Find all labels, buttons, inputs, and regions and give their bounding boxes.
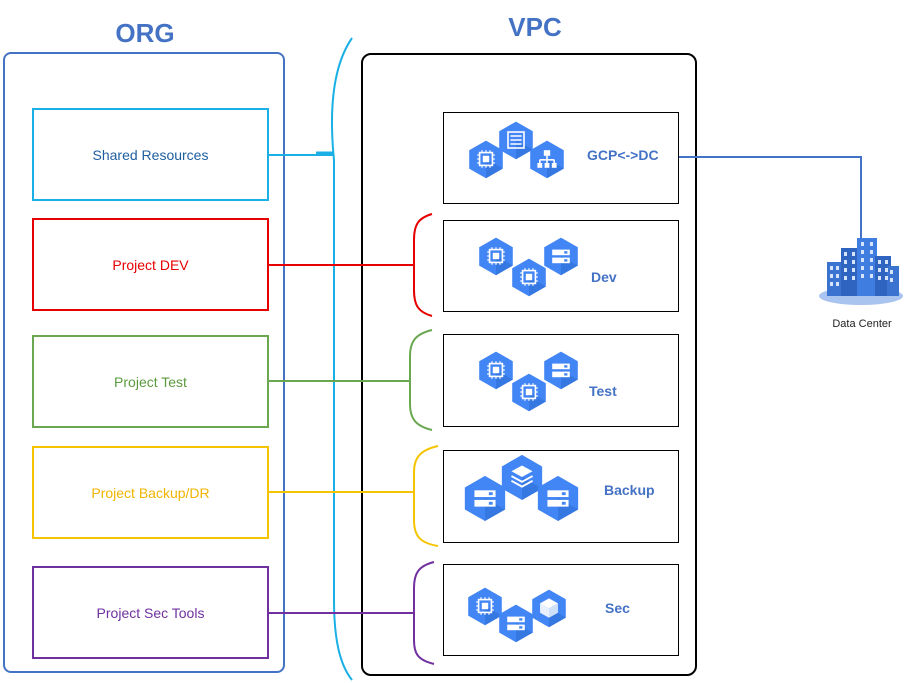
vpc-label: GCP<->DC [587, 147, 659, 163]
project-label: Project Backup/DR [91, 484, 210, 501]
project-shared-resources[interactable]: Shared Resources [32, 108, 269, 201]
project-label: Shared Resources [92, 146, 209, 163]
sec-bracket [413, 561, 435, 665]
vpc-backup[interactable] [443, 450, 679, 543]
vpc-gcp-dc[interactable] [443, 112, 679, 204]
storage-icon [544, 237, 578, 276]
org-frame [3, 52, 285, 673]
vpc-label: Test [589, 383, 617, 399]
vpc-test[interactable] [443, 334, 679, 427]
load-balancer-icon [530, 140, 564, 179]
project-sec-tools[interactable]: Project Sec Tools [32, 566, 269, 659]
project-label: Project Sec Tools [96, 604, 205, 621]
org-title: ORG [115, 18, 175, 48]
project-label: Project DEV [112, 256, 189, 273]
vpc-frame [361, 53, 697, 676]
vpc-dev[interactable] [443, 220, 679, 312]
test-bracket [409, 329, 433, 431]
shared-vpc-bracket [331, 37, 353, 681]
data-center-label: Data Center [832, 318, 892, 330]
vpc-title: VPC [508, 12, 562, 42]
project-dev[interactable]: Project DEV [32, 218, 269, 311]
project-label: Project Test [114, 373, 187, 390]
dev-bracket [413, 213, 433, 317]
project-test[interactable]: Project Test [32, 335, 269, 428]
storage-icon [537, 475, 579, 522]
vpc-label: Sec [605, 600, 630, 616]
data-center-icon [819, 238, 903, 305]
storage-icon [544, 351, 578, 390]
vpc-label: Dev [591, 269, 617, 285]
vpc-sec[interactable] [443, 564, 679, 656]
project-backup-dr[interactable]: Project Backup/DR [32, 446, 269, 539]
datacenter-link [679, 156, 862, 240]
backup-bracket [413, 445, 439, 547]
vpc-label: Backup [604, 482, 655, 498]
security-scanner-icon [532, 589, 566, 628]
